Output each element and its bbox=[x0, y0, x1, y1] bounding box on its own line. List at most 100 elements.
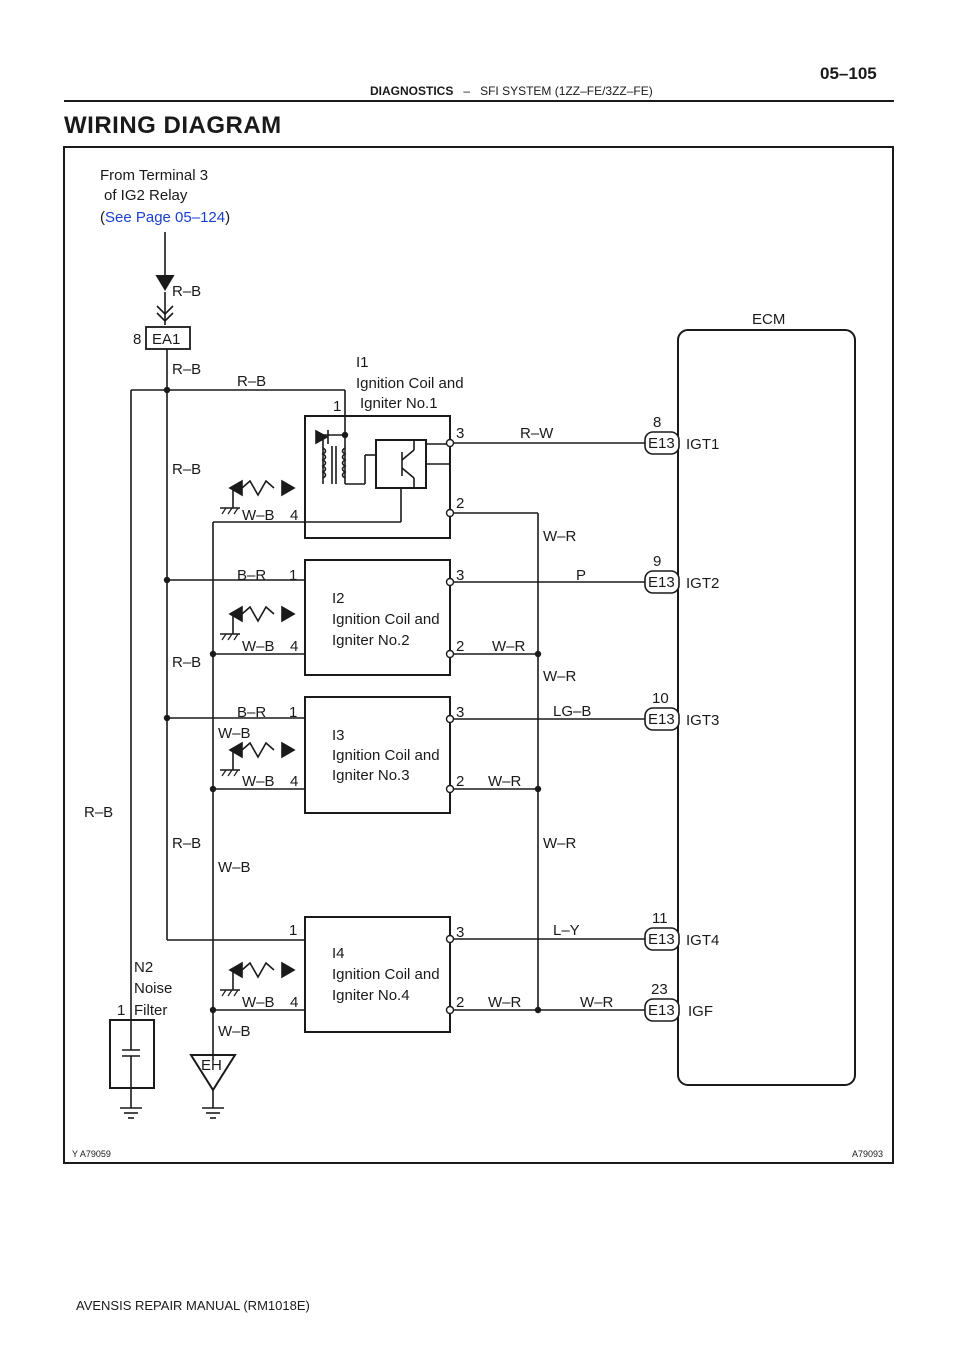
ecm-pin-igt2: 9 bbox=[653, 553, 661, 570]
ecm-pin-igt4: 11 bbox=[652, 910, 668, 927]
wire-label-ly: L–Y bbox=[553, 922, 580, 939]
wire-label-rw: R–W bbox=[520, 425, 554, 442]
ecm-connector-igt3 bbox=[644, 707, 680, 731]
ecm-pin-igt3: 10 bbox=[652, 690, 669, 707]
running-header: DIAGNOSTICS – SFI SYSTEM (1ZZ–FE/3ZZ–FE) bbox=[370, 84, 653, 98]
coil2-id: I2 bbox=[332, 590, 345, 607]
coil3-pin2: 2 bbox=[456, 773, 464, 790]
coil4-pin2: 2 bbox=[456, 994, 464, 1011]
ecm-signal-igt1: IGT1 bbox=[686, 436, 719, 453]
wire-label-rb-5: R–B bbox=[172, 835, 201, 852]
coil1-name-line2: Igniter No.1 bbox=[360, 395, 438, 412]
coil3-wire-wr: W–R bbox=[488, 773, 522, 790]
ecm-signal-igf: IGF bbox=[688, 1003, 713, 1020]
noise-filter-box bbox=[109, 1019, 155, 1089]
coil2-name-line1: Ignition Coil and bbox=[332, 611, 440, 628]
ecm-signal-igt2: IGT2 bbox=[686, 575, 719, 592]
ecm-connector-label-igt4: E13 bbox=[648, 931, 675, 948]
wire-label-rb-2: R–B bbox=[237, 373, 266, 390]
coil3-wire-br: B–R bbox=[237, 704, 266, 721]
wire-label-wr-2: W–R bbox=[543, 668, 577, 685]
coil1-pin4: 4 bbox=[290, 507, 298, 524]
coil2-box bbox=[304, 559, 451, 676]
coil1-pin3: 3 bbox=[456, 425, 464, 442]
ecm-connector-igt4 bbox=[644, 927, 680, 951]
coil1-box bbox=[304, 415, 451, 539]
coil4-wire-wb: W–B bbox=[242, 994, 275, 1011]
page-title: WIRING DIAGRAM bbox=[64, 112, 282, 139]
coil2-pin2: 2 bbox=[456, 638, 464, 655]
wire-label-rb-1: R–B bbox=[172, 361, 201, 378]
header-separator: – bbox=[463, 84, 471, 98]
coil4-pin3: 3 bbox=[456, 924, 464, 941]
connector-ea1-label: EA1 bbox=[152, 331, 180, 348]
ecm-box bbox=[677, 329, 856, 1086]
coil2-pin3: 3 bbox=[456, 567, 464, 584]
filter-name-line2: Filter bbox=[134, 1002, 167, 1019]
coil1-name-line1: Ignition Coil and bbox=[356, 375, 464, 392]
ecm-signal-igt4: IGT4 bbox=[686, 932, 719, 949]
coil1-id: I1 bbox=[356, 354, 369, 371]
spark-plug-3 bbox=[220, 741, 296, 771]
ecm-connector-igt1 bbox=[644, 431, 680, 455]
coil4-pin1: 1 bbox=[289, 922, 297, 939]
wire-label-rb-6: R–B bbox=[84, 804, 113, 821]
figure-code-left: Y A79059 bbox=[72, 1149, 111, 1159]
wire-label-rb-source: R–B bbox=[172, 283, 201, 300]
ecm-connector-igf bbox=[644, 998, 680, 1022]
ground-eh-label: EH bbox=[201, 1057, 222, 1074]
coil2-wire-wr: W–R bbox=[492, 638, 526, 655]
see-page-link[interactable]: See Page 05–124 bbox=[105, 209, 225, 226]
header-subsection: SFI SYSTEM (1ZZ–FE/3ZZ–FE) bbox=[480, 84, 653, 98]
ecm-connector-label-igt3: E13 bbox=[648, 711, 675, 728]
ecm-connector-label-igt1: E13 bbox=[648, 435, 675, 452]
wire-label-lgb: LG–B bbox=[553, 703, 591, 720]
page-number: 05–105 bbox=[820, 64, 877, 83]
coil1-pin1: 1 bbox=[333, 398, 341, 415]
wire-label-wr-igf: W–R bbox=[580, 994, 614, 1011]
figure-code-right: A79093 bbox=[852, 1149, 883, 1159]
coil1-pin2: 2 bbox=[456, 495, 464, 512]
ea1-chevron bbox=[156, 305, 174, 316]
wire-label-rb-4: R–B bbox=[172, 654, 201, 671]
spark-plug-2 bbox=[220, 605, 296, 635]
connector-ea1-box bbox=[145, 326, 191, 350]
page-footer: AVENSIS REPAIR MANUAL (RM1018E) bbox=[76, 1298, 310, 1313]
wire-label-wr-1: W–R bbox=[543, 528, 577, 545]
filter-name-line1: Noise bbox=[134, 980, 172, 997]
coil4-pin4: 4 bbox=[290, 994, 298, 1011]
spark-plug-1 bbox=[220, 479, 296, 509]
coil4-wire-wr: W–R bbox=[488, 994, 522, 1011]
ecm-signal-igt3: IGT3 bbox=[686, 712, 719, 729]
coil4-name-line1: Ignition Coil and bbox=[332, 966, 440, 983]
source-line2: of IG2 Relay bbox=[104, 187, 188, 204]
ground-eh-triangle bbox=[189, 1054, 237, 1092]
coil2-wire-wb: W–B bbox=[242, 638, 275, 655]
wire-label-rb-3: R–B bbox=[172, 461, 201, 478]
connector-ea1-pin: 8 bbox=[133, 331, 141, 348]
coil3-id: I3 bbox=[332, 727, 345, 744]
wire-label-wr-3: W–R bbox=[543, 835, 577, 852]
filter-pin: 1 bbox=[117, 1002, 125, 1019]
coil3-box bbox=[304, 696, 451, 814]
ecm-connector-label-igt2: E13 bbox=[648, 574, 675, 591]
coil2-pin1: 1 bbox=[289, 567, 297, 584]
coil3-wire-wb: W–B bbox=[242, 773, 275, 790]
coil4-id: I4 bbox=[332, 945, 345, 962]
ecm-pin-igt1: 8 bbox=[653, 414, 661, 431]
coil3-pin4: 4 bbox=[290, 773, 298, 790]
diagram-frame bbox=[63, 146, 894, 1164]
coil3-pin1: 1 bbox=[289, 704, 297, 721]
coil2-wire-br: B–R bbox=[237, 567, 266, 584]
coil1-diode bbox=[315, 429, 329, 445]
header-section: DIAGNOSTICS bbox=[370, 84, 454, 98]
header-rule bbox=[64, 100, 894, 102]
ecm-connector-igt2 bbox=[644, 570, 680, 594]
wire-label-wb-mid: W–B bbox=[218, 859, 251, 876]
coil1-wire-wb: W–B bbox=[242, 507, 275, 524]
coil2-name-line2: Igniter No.2 bbox=[332, 632, 410, 649]
coil3-name-line2: Igniter No.3 bbox=[332, 767, 410, 784]
coil3-name-line1: Ignition Coil and bbox=[332, 747, 440, 764]
coil4-name-line2: Igniter No.4 bbox=[332, 987, 410, 1004]
